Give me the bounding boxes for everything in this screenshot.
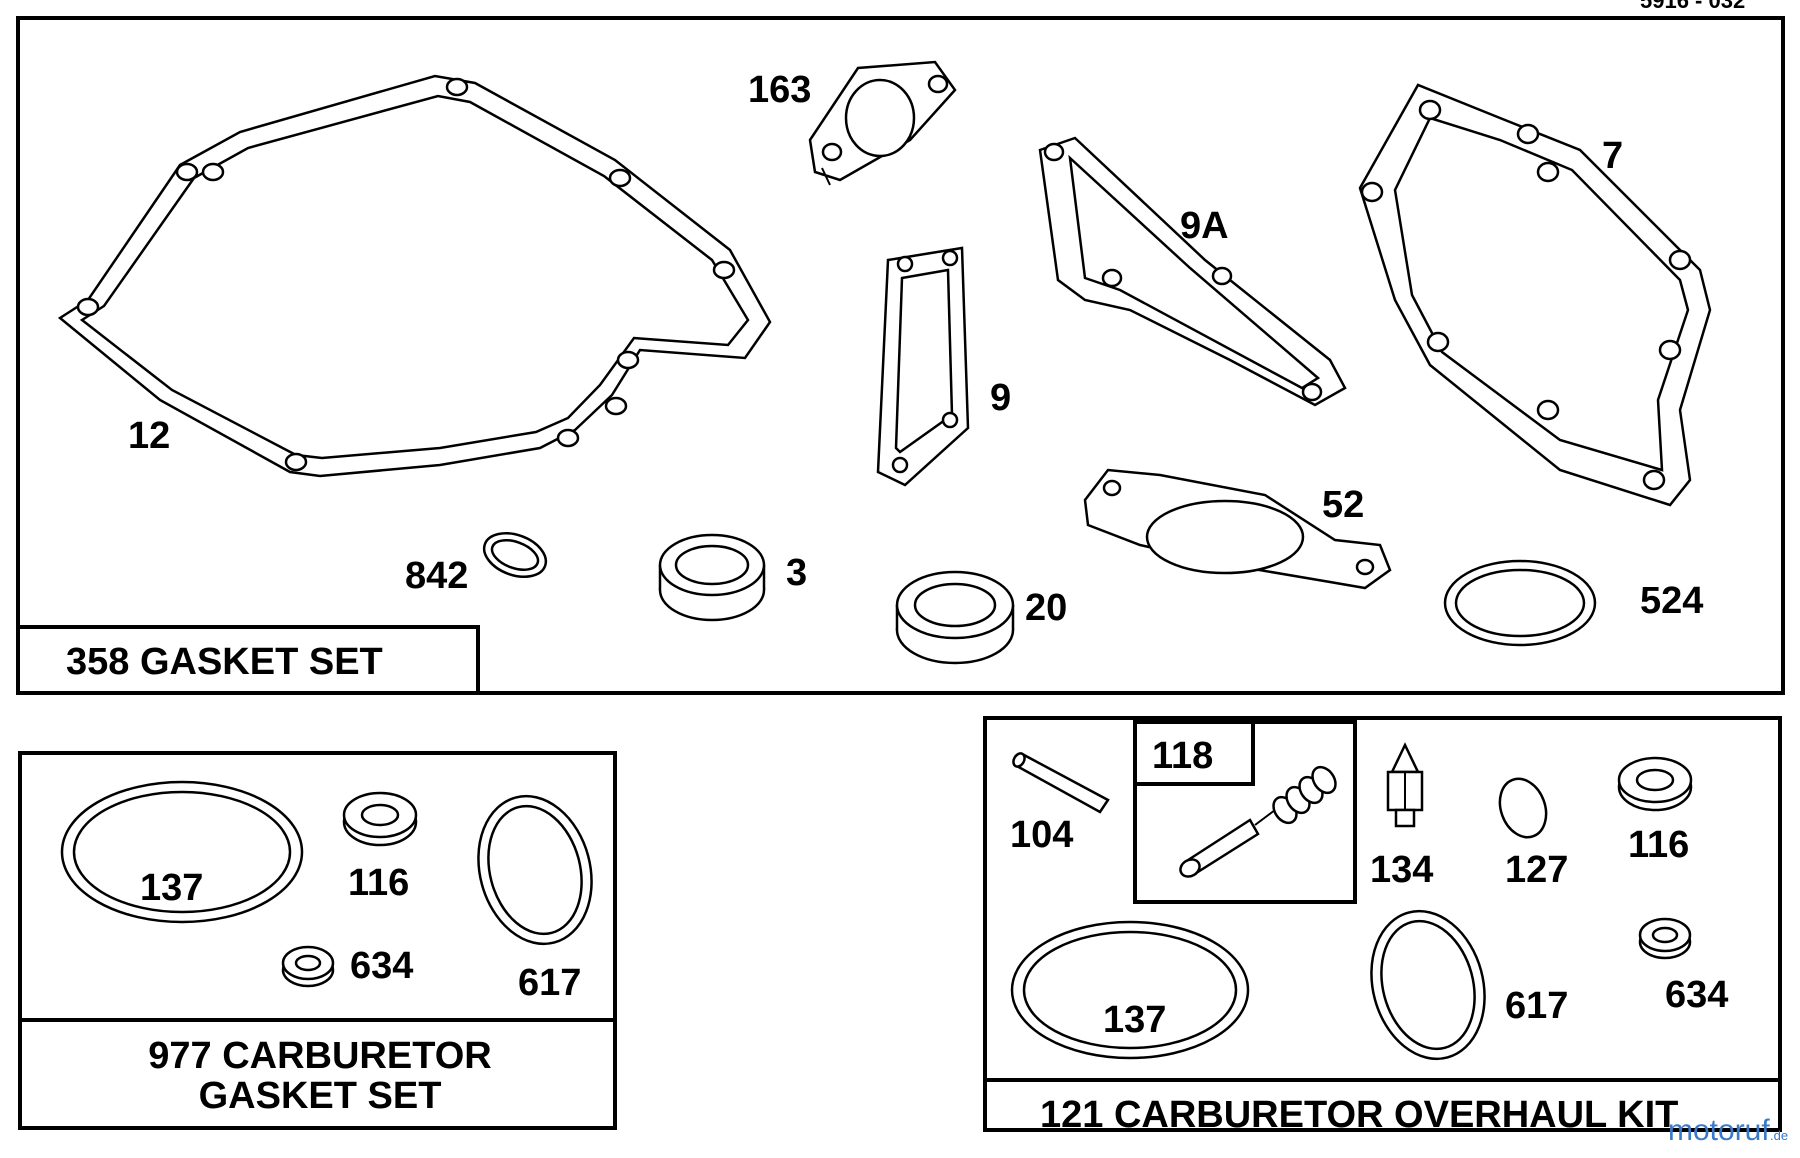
part-118-mixture-screw-kit[interactable] [1133, 720, 1357, 904]
carb-gasket-set-title-line1: 977 CARBURETOR [148, 1035, 491, 1077]
kit-label-116: 116 [1628, 824, 1689, 866]
carb-gasket-set-border [18, 751, 617, 1130]
kit-label-118: 118 [1152, 735, 1213, 777]
gasket-set-panel: 358 GASKET SET 12 163 [16, 16, 1785, 695]
kit-label-104: 104 [1010, 814, 1073, 856]
drawing-code: 5916 - 032 [1640, 0, 1745, 13]
overhaul-kit-title: 121 CARBURETOR OVERHAUL KIT [1040, 1094, 1678, 1136]
gasket-set-title: 358 GASKET SET [66, 641, 383, 683]
gasket-set-border [16, 16, 1785, 695]
overhaul-kit-panel: 121 CARBURETOR OVERHAUL KIT 104 118 [983, 716, 1782, 1136]
part-104-pin[interactable] [1011, 751, 1110, 814]
kit-label-127: 127 [1505, 849, 1568, 891]
part-634-kit-washer[interactable] [1638, 917, 1692, 960]
label-7: 7 [1602, 135, 1623, 177]
label-524: 524 [1640, 580, 1703, 622]
part-137-ring[interactable] [60, 780, 304, 924]
part-617-ring[interactable] [462, 783, 607, 956]
carb-gasket-set-title-line2: GASKET SET [199, 1075, 442, 1117]
part-9A-gasket[interactable] [1038, 136, 1347, 407]
part-9-gasket[interactable] [876, 246, 970, 487]
part-842-ring[interactable] [478, 525, 552, 584]
label-9A: 9A [1180, 205, 1229, 247]
part-634-washer[interactable] [281, 945, 335, 988]
label-12: 12 [128, 415, 170, 457]
part-617-kit-ring[interactable] [1355, 898, 1500, 1071]
watermark-tld: .de [1770, 1128, 1788, 1143]
part-163-gasket[interactable] [808, 60, 957, 186]
part-3-oil-seal[interactable] [658, 533, 766, 622]
kit-label-634: 634 [1665, 974, 1728, 1016]
carb-label-617: 617 [518, 962, 581, 1004]
label-3: 3 [786, 552, 807, 594]
carb-gasket-set-panel: 977 CARBURETOR GASKET SET 137 116 634 61… [18, 751, 617, 1130]
label-20: 20 [1025, 587, 1067, 629]
part-7-head-gasket[interactable] [1358, 83, 1712, 507]
gasket-set-title-box [16, 625, 480, 695]
part-524-ring[interactable] [1443, 559, 1597, 647]
label-9: 9 [990, 377, 1011, 419]
part-127-plug[interactable] [1492, 772, 1554, 843]
part-137-kit-ring[interactable] [1010, 920, 1250, 1060]
carb-label-634: 634 [350, 945, 413, 987]
carb-label-116: 116 [348, 862, 409, 904]
part-116-washer[interactable] [342, 791, 418, 847]
label-842: 842 [405, 555, 468, 597]
label-163: 163 [748, 69, 811, 111]
part-116-kit-washer[interactable] [1617, 756, 1693, 812]
kit-label-134: 134 [1370, 849, 1433, 891]
part-134-needle-valve[interactable] [1386, 742, 1424, 828]
watermark-logo: motoruf [1668, 1114, 1770, 1147]
overhaul-kit-border [983, 716, 1782, 1132]
label-52: 52 [1322, 484, 1364, 526]
part-12-crankcase-gasket[interactable] [57, 74, 772, 478]
kit-label-137: 137 [1103, 999, 1166, 1041]
part-20-oil-seal[interactable] [895, 570, 1015, 665]
kit-label-617: 617 [1505, 985, 1568, 1027]
part-52-gasket[interactable] [1083, 468, 1392, 590]
carb-label-137: 137 [140, 867, 203, 909]
